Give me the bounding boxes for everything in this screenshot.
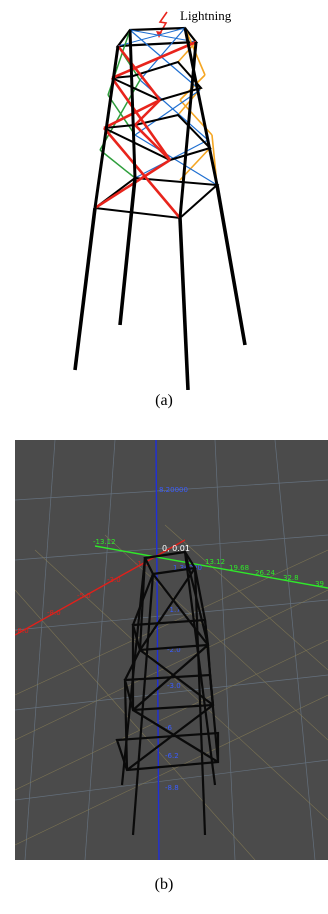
y-axis-label-7: -6.2 — [165, 752, 179, 760]
tower-3d-wireframe — [115, 550, 220, 836]
x-axis-label-2: -8.0 — [47, 609, 61, 617]
x-axis-label-1: -8.0 — [15, 627, 29, 635]
y-axis-label-3: -1.7 — [167, 606, 181, 614]
x-axis-label-4: -3.0 — [107, 576, 121, 584]
y-axis-label-5: -3.0 — [167, 682, 181, 690]
origin-label: 0, 0.01 — [162, 544, 190, 553]
x-axis-label-5: -1.0 — [135, 560, 149, 568]
lightning-label: Lightning — [180, 8, 232, 23]
z-axis-label-4: 26.24 — [255, 569, 276, 577]
y-axis-line — [155, 440, 160, 860]
y-axis-label-4: -2.0 — [167, 646, 181, 654]
z-axis-label-1: -13.12 — [93, 538, 116, 546]
caption-a: (a) — [155, 392, 173, 409]
tower-legs — [73, 27, 247, 390]
y-axis-label-8: -8.8 — [165, 784, 179, 792]
caption-b: (b) — [154, 876, 174, 893]
z-axis-label-5: 32.8 — [283, 574, 299, 582]
z-axis-line — [94, 545, 328, 589]
tower-3d-view-b: 8.20000 1.36000 -1.7 -2.0 -3.0 -6 -6.2 -… — [15, 440, 328, 860]
y-axis-label-6: -6 — [165, 724, 173, 732]
z-axis-label-6: 39 — [315, 580, 324, 588]
z-axis-label-2: 13.12 — [205, 558, 225, 566]
x-axis-label-3: -5.0 — [77, 592, 91, 600]
y-axis-label-1: 8.20000 — [159, 486, 188, 494]
z-axis-label-3: 19.68 — [229, 564, 249, 572]
tower-diagram-a: Lightning — [73, 8, 247, 390]
